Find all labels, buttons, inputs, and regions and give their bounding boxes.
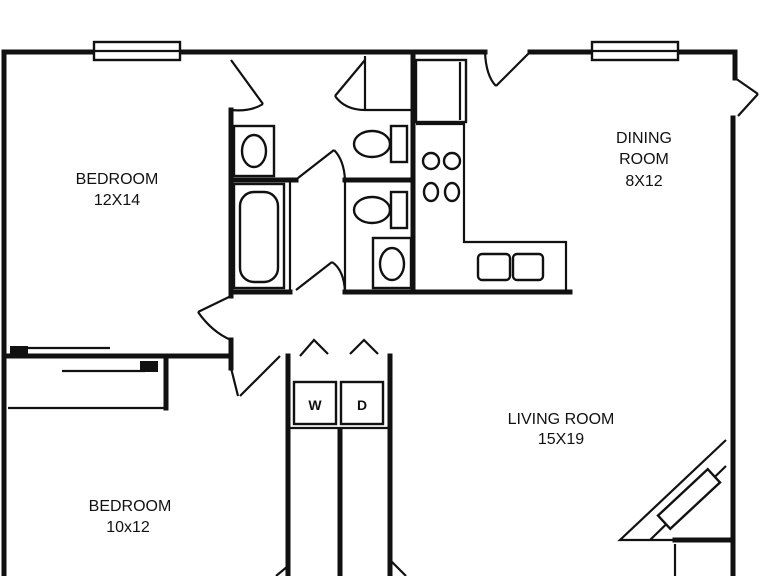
room-label-living: LIVING ROOM 15X19 — [508, 411, 615, 448]
bedroom1-walls — [1, 337, 234, 411]
window-top-right — [590, 40, 680, 62]
fireplace — [617, 439, 736, 576]
dryer: D — [339, 380, 385, 426]
dining-size: 8X12 — [625, 173, 662, 190]
toilet-lower — [352, 190, 409, 230]
washer-label: W — [308, 397, 322, 413]
room-label-dining: DINING ROOM 8X12 — [616, 130, 672, 190]
exterior-walls — [1, 49, 738, 576]
bath-core-walls — [228, 49, 573, 299]
side-door — [734, 77, 759, 117]
window-top-left — [92, 40, 182, 62]
sink-lower — [371, 236, 413, 290]
bedroom-1-name: BEDROOM — [76, 171, 159, 188]
bedroom-2-name: BEDROOM — [89, 498, 172, 515]
entry-door — [483, 51, 531, 87]
kitchen — [414, 58, 568, 290]
hall-walls — [228, 338, 407, 576]
bedroom-1-size: 12X14 — [94, 192, 140, 209]
room-label-bedroom-2: BEDROOM 10x12 — [89, 498, 172, 536]
living-size: 15X19 — [538, 431, 584, 448]
bathtub — [232, 182, 286, 290]
bedroom1-door — [197, 295, 232, 342]
dining-name-line2: ROOM — [619, 151, 669, 168]
dining-name-line1: DINING — [616, 130, 672, 147]
room-label-bedroom-1: BEDROOM 12X14 — [76, 171, 159, 209]
sink-upper — [232, 124, 276, 178]
washer: W — [292, 380, 338, 426]
bath-doors — [230, 59, 366, 293]
living-name: LIVING ROOM — [508, 411, 615, 428]
toilet-upper — [352, 124, 409, 164]
dryer-label: D — [357, 397, 367, 413]
bedroom-2-size: 10x12 — [106, 519, 150, 536]
